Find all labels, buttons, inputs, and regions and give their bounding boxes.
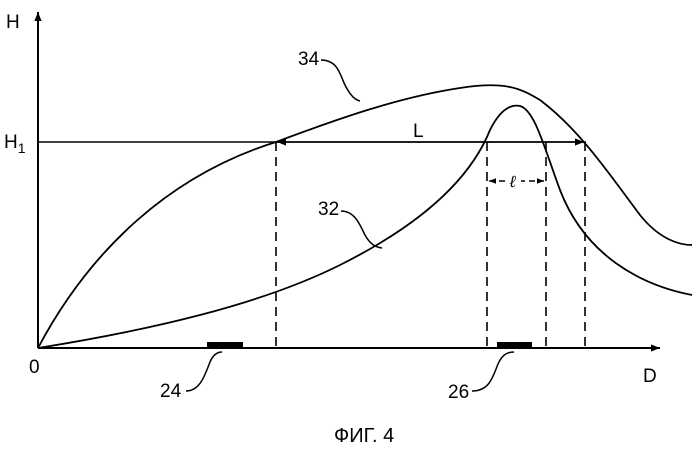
marker-24 (207, 342, 243, 349)
dimension-L-label: L (413, 121, 424, 142)
marker-26-leader (472, 352, 514, 391)
curve-34-label: 34 (298, 49, 320, 70)
threshold-label-main: H (4, 132, 18, 153)
threshold-label: H1 (4, 132, 26, 156)
curve-34 (38, 85, 692, 348)
curve-32-leader (341, 211, 382, 248)
axes (38, 12, 660, 348)
figure-caption: ФИГ. 4 (334, 425, 394, 447)
curve-34-leader (321, 60, 360, 101)
marker-24-leader (186, 352, 222, 391)
y-axis-label: H (6, 12, 20, 33)
threshold-label-sub: 1 (18, 140, 26, 156)
x-axis-label: D (643, 366, 657, 387)
marker-24-label: 24 (160, 381, 182, 402)
dimension-l-label: ℓ (509, 172, 516, 192)
curve-32-label: 32 (318, 199, 339, 220)
dashed-guides (276, 142, 585, 348)
marker-26 (497, 342, 532, 349)
origin-label: 0 (29, 357, 40, 378)
marker-26-label: 26 (448, 382, 469, 403)
